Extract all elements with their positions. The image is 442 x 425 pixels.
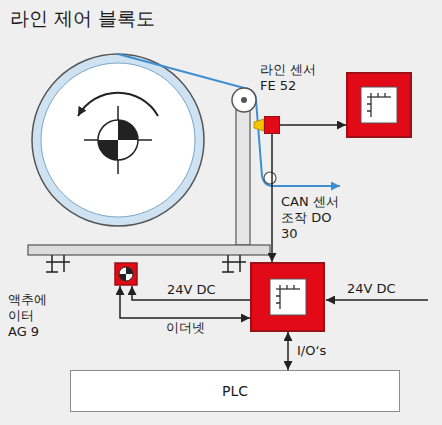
edge-label: I/O‘s [296, 343, 327, 359]
line-sensor-icon [264, 116, 280, 134]
node-label: 라인 센서 FE 52 [260, 62, 332, 94]
controller-box [346, 72, 412, 138]
actuator-box-icon [114, 262, 138, 286]
signal-label: 24V DC [346, 281, 397, 297]
controller-box-icon [346, 72, 412, 138]
connector-line [271, 134, 273, 262]
edge-label: CAN 센서 조작 DO 30 [280, 194, 344, 242]
actuator-box: 액추에이터 AG 9 [114, 262, 138, 286]
drive-controller-box [250, 262, 325, 332]
plc-box: PLC [70, 370, 400, 412]
line-sensor: 라인 센서 FE 52 [264, 116, 280, 134]
diagram-title: 라인 제어 블록도 [10, 6, 155, 30]
connector-line [287, 332, 289, 370]
edge-label: 이더넷 [165, 320, 206, 336]
connector-line [280, 124, 346, 126]
drive-controller-box-icon [250, 262, 325, 332]
edge-label: 24V DC [166, 282, 217, 298]
node-label: 액추에이터 AG 9 [8, 292, 54, 340]
node-label: PLC [222, 383, 248, 399]
